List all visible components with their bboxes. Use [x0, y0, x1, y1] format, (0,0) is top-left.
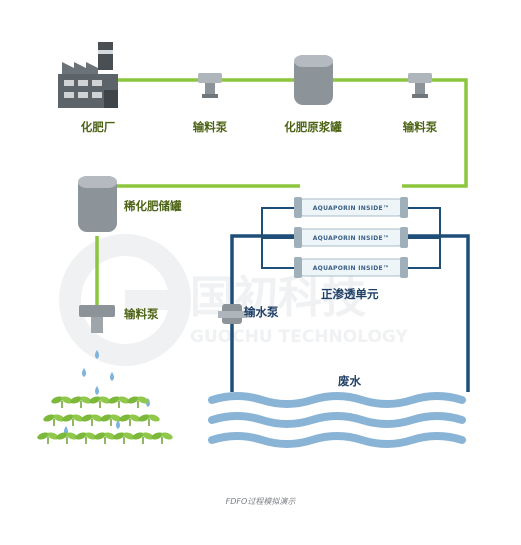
label-pump1: 输料泵: [193, 120, 228, 134]
blue-pipes: [230, 234, 470, 392]
factory-icon: [58, 42, 118, 108]
seedling-icon: [127, 396, 149, 408]
label-dilute-tank: 稀化肥储罐: [124, 199, 182, 213]
membrane-module-icon: AQUAPORIN INSIDE™: [294, 227, 408, 248]
seedling-icon: [75, 432, 97, 444]
seedling-icon: [37, 432, 59, 444]
watermark-logo-icon: [59, 234, 191, 366]
watermark: 国初科技 GUOCHU TECHNOLOGY: [59, 234, 408, 366]
label-pump2: 输料泵: [403, 120, 438, 134]
module-text: AQUAPORIN INSIDE™: [313, 235, 390, 242]
seedling-icon: [43, 414, 65, 426]
fo-unit: AQUAPORIN INSIDE™ AQUAPORIN INSIDE™ AQUA…: [261, 197, 441, 278]
label-factory: 化肥厂: [81, 120, 116, 134]
water-drop-icon: [95, 350, 99, 359]
seedling-icon: [108, 396, 130, 408]
pump-icon: [408, 73, 432, 98]
seedling-icon: [119, 414, 141, 426]
label-pump3: 输料泵: [124, 307, 159, 321]
module-text: AQUAPORIN INSIDE™: [313, 265, 390, 272]
water-drop-icon: [95, 386, 99, 395]
tank-icon: [78, 176, 117, 232]
pump-icon: [218, 304, 246, 324]
label-wastewater: 废水: [338, 374, 361, 388]
seedling-icon: [56, 432, 78, 444]
seedling-icon: [113, 432, 135, 444]
label-water-pump: 输水泵: [244, 305, 279, 319]
caption: FDFO过程模拟演示: [225, 497, 296, 506]
pump-icon: [198, 73, 222, 98]
pump-icon: [79, 305, 115, 333]
wastewater-pool: [208, 392, 466, 448]
seedling-icon: [62, 414, 84, 426]
label-slurry-tank: 化肥原浆罐: [284, 120, 342, 134]
seedling-icon: [138, 414, 160, 426]
watermark-sub: GUOCHU TECHNOLOGY: [190, 327, 408, 347]
module-text: AQUAPORIN INSIDE™: [313, 205, 390, 212]
water-drop-icon: [116, 420, 120, 429]
water-drop-icon: [110, 372, 114, 381]
seedlings: [37, 396, 173, 444]
green-pipes: [95, 78, 468, 306]
label-fo-unit: 正渗透单元: [321, 287, 379, 301]
seedling-icon: [94, 432, 116, 444]
seedling-icon: [51, 396, 73, 408]
membrane-module-icon: AQUAPORIN INSIDE™: [294, 197, 408, 218]
seedling-icon: [132, 432, 154, 444]
seedling-icon: [151, 432, 173, 444]
seedling-icon: [100, 414, 122, 426]
seedling-icon: [89, 396, 111, 408]
tank-icon: [294, 55, 333, 105]
seedling-icon: [81, 414, 103, 426]
seedling-icon: [70, 396, 92, 408]
membrane-module-icon: AQUAPORIN INSIDE™: [294, 257, 408, 278]
water-drop-icon: [82, 368, 86, 377]
